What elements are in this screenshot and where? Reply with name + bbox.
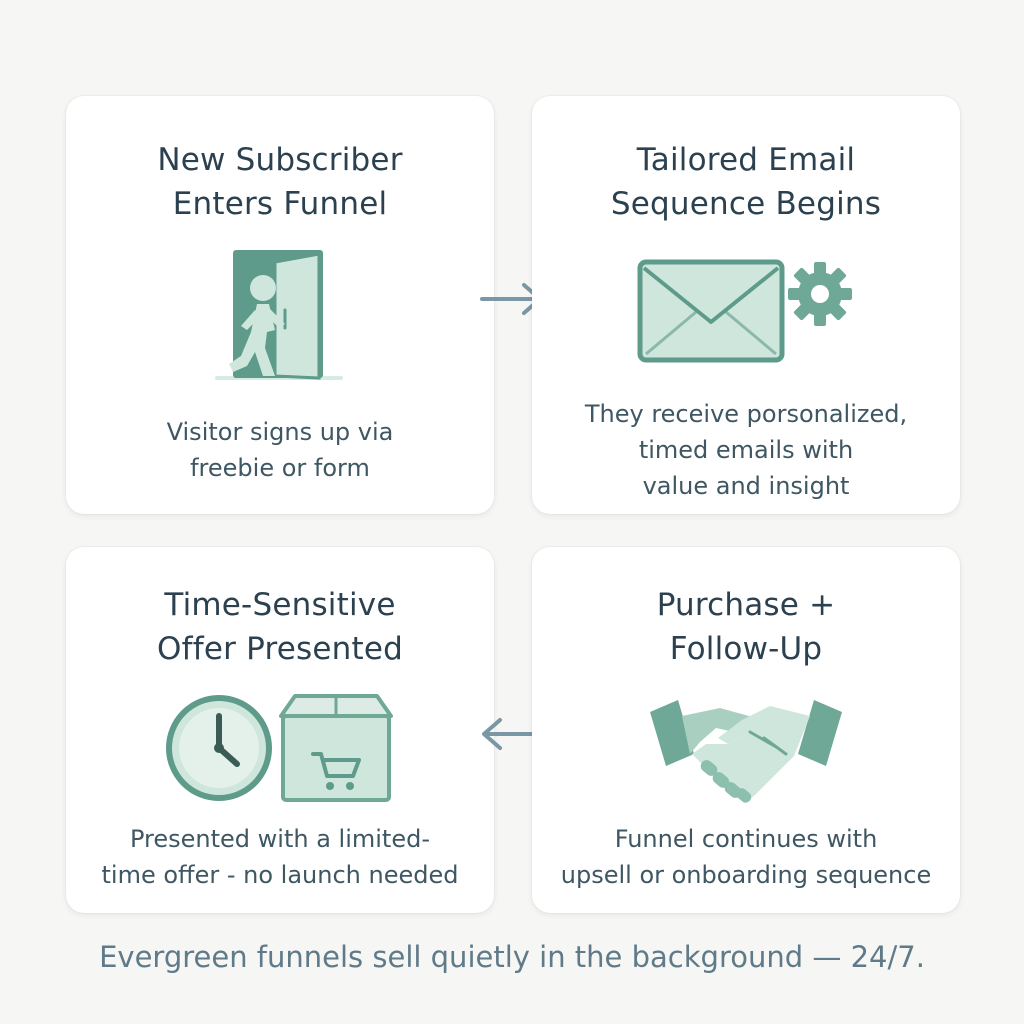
clock-box-icon [165, 692, 395, 808]
step-card-new-subscriber: New Subscriber Enters Funnel Visitor sig… [66, 96, 494, 514]
step-description: They receive porsonalized, timed emails … [542, 396, 950, 504]
step-title-line: Offer Presented [157, 631, 403, 667]
step-title-line: Enters Funnel [172, 186, 388, 222]
step-description: Presented with a limited- time offer - n… [76, 821, 484, 893]
step-description-line: value and insight [642, 472, 850, 500]
step-description-line: They receive porsonalized, [584, 400, 908, 428]
step-description-line: time offer - no launch needed [101, 861, 459, 889]
step-title-line: Time-Sensitive [164, 587, 396, 623]
step-description: Funnel continues with upsell or onboardi… [542, 821, 950, 893]
step-description: Visitor signs up via freebie or form [76, 414, 484, 486]
step-card-time-sensitive-offer: Time-Sensitive Offer Presented Presented… [66, 547, 494, 913]
step-description-line: Presented with a limited- [129, 825, 430, 853]
footer-caption: Evergreen funnels sell quietly in the ba… [99, 940, 925, 974]
door-person-icon [205, 248, 355, 394]
step-description-line: Visitor signs up via [166, 418, 394, 446]
step-title-line: Sequence Begins [610, 186, 882, 222]
handshake-icon [646, 692, 846, 814]
step-description-line: timed emails with [638, 436, 854, 464]
step-title: Time-Sensitive Offer Presented [76, 583, 484, 671]
step-title-line: Tailored Email [636, 142, 856, 178]
step-title-line: Follow-Up [669, 631, 823, 667]
step-title-line: New Subscriber [157, 142, 403, 178]
step-description-line: Funnel continues with [614, 825, 878, 853]
step-card-purchase-follow-up: Purchase + Follow-Up Funnel continues wi… [532, 547, 960, 913]
email-gear-icon [636, 258, 856, 368]
step-description-line: upsell or onboarding sequence [560, 861, 932, 889]
step-title-line: Purchase + [656, 587, 836, 623]
step-title: New Subscriber Enters Funnel [76, 138, 484, 226]
step-description-line: freebie or form [190, 454, 370, 482]
step-title: Purchase + Follow-Up [542, 583, 950, 671]
step-card-email-sequence: Tailored Email Sequence Begins [532, 96, 960, 514]
step-title: Tailored Email Sequence Begins [542, 138, 950, 226]
